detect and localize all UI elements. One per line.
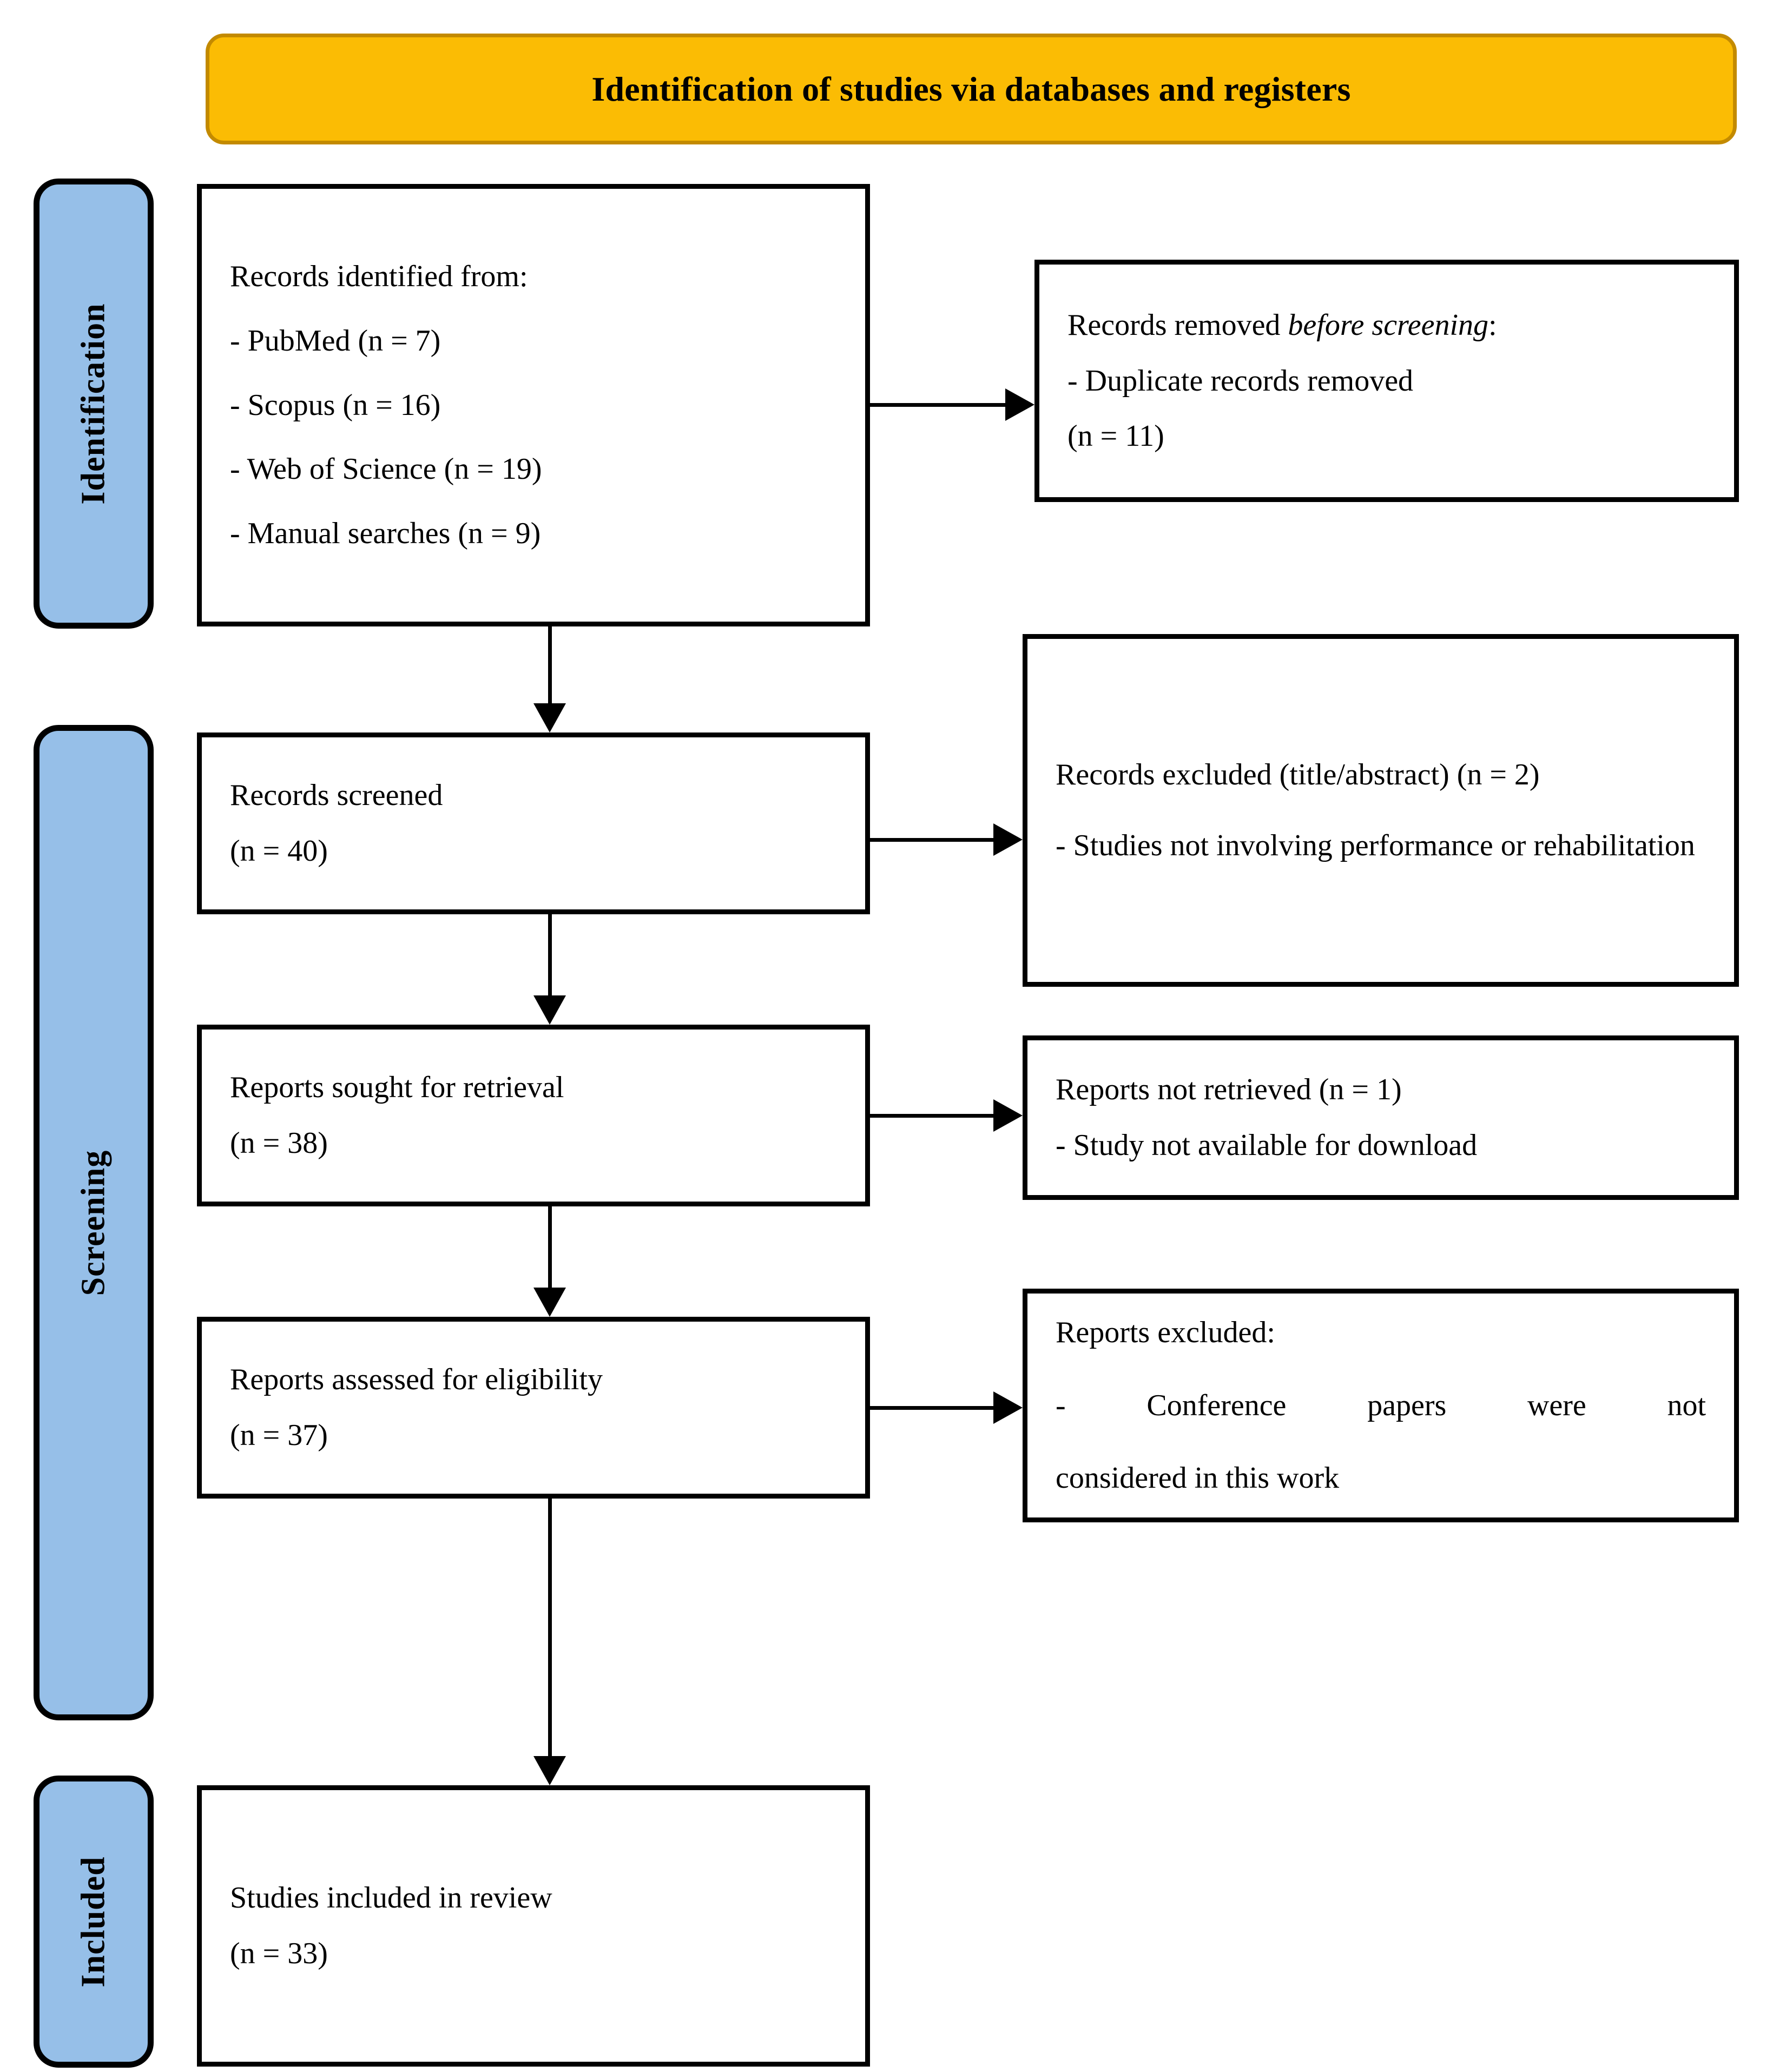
arrow-shaft <box>870 1113 993 1118</box>
arrow-head-down-icon <box>533 703 566 733</box>
stage-label-identification-text: Identification <box>75 302 112 505</box>
arrow-shaft <box>548 914 552 995</box>
arrow-head-right-icon <box>993 1391 1023 1424</box>
arrow-screened-to-excluded <box>870 823 1023 856</box>
records-excluded-heading: Records excluded (title/abstract) (n = 2… <box>1056 758 1540 792</box>
node-reports-not-retrieved: Reports not retrieved (n = 1) - Study no… <box>1023 1035 1739 1200</box>
arrow-identified-to-removed <box>870 388 1034 421</box>
node-reports-sought: Reports sought for retrieval (n = 38) <box>197 1025 870 1206</box>
arrow-shaft <box>548 1206 552 1288</box>
stage-label-screening-text: Screening <box>75 1150 112 1296</box>
records-removed-heading-suffix: : <box>1488 308 1497 342</box>
arrow-assessed-to-included <box>533 1499 566 1785</box>
diagram-title: Identification of studies via databases … <box>591 69 1351 108</box>
node-studies-included: Studies included in review (n = 33) <box>197 1785 870 2067</box>
node-records-removed: Records removed before screening: - Dupl… <box>1034 260 1739 502</box>
arrow-head-right-icon <box>1005 388 1034 421</box>
arrow-sought-to-assessed <box>533 1206 566 1317</box>
records-removed-heading-prefix: Records removed <box>1067 308 1288 342</box>
reports-excluded-reason-line1: - Conference papers were not <box>1056 1388 1706 1422</box>
arrow-head-right-icon <box>993 1099 1023 1132</box>
arrow-head-down-icon <box>533 995 566 1025</box>
reports-assessed-count: (n = 37) <box>230 1418 328 1452</box>
reports-not-retrieved-reason: - Study not available for download <box>1056 1129 1478 1162</box>
records-excluded-reason: - Studies not involving performance or r… <box>1056 829 1695 862</box>
node-records-identified: Records identified from: - PubMed (n = 7… <box>197 184 870 626</box>
arrow-shaft <box>870 1405 993 1410</box>
arrow-shaft <box>548 626 552 703</box>
arrow-identified-to-screened <box>533 626 566 733</box>
arrow-shaft <box>548 1499 552 1756</box>
records-removed-heading: Records removed before screening: <box>1067 309 1706 341</box>
arrow-assessed-to-reports-excluded <box>870 1391 1023 1424</box>
records-identified-source-manual: - Manual searches (n = 9) <box>230 517 541 551</box>
node-records-screened: Records screened (n = 40) <box>197 733 870 914</box>
records-identified-source-scopus: - Scopus (n = 16) <box>230 388 441 422</box>
stage-label-included-text: Included <box>75 1856 112 1988</box>
arrow-shaft <box>870 837 993 842</box>
stage-label-screening: Screening <box>34 725 154 1720</box>
reports-excluded-reason-line2: considered in this work <box>1056 1461 1340 1495</box>
arrow-sought-to-not-retrieved <box>870 1099 1023 1132</box>
node-reports-assessed: Reports assessed for eligibility (n = 37… <box>197 1317 870 1499</box>
records-removed-count: (n = 11) <box>1067 419 1164 453</box>
records-screened-label: Records screened <box>230 778 443 813</box>
records-identified-source-wos: - Web of Science (n = 19) <box>230 452 542 486</box>
stage-label-identification: Identification <box>34 179 154 629</box>
reports-excluded-heading: Reports excluded: <box>1056 1315 1275 1349</box>
diagram-header-banner: Identification of studies via databases … <box>206 34 1737 144</box>
stage-label-included: Included <box>34 1776 154 2068</box>
arrow-shaft <box>870 402 1005 407</box>
arrow-head-right-icon <box>993 823 1023 856</box>
records-removed-heading-italic: before screening <box>1288 308 1489 342</box>
records-identified-source-pubmed: - PubMed (n = 7) <box>230 324 441 358</box>
reports-sought-label: Reports sought for retrieval <box>230 1071 564 1105</box>
reports-assessed-label: Reports assessed for eligibility <box>230 1363 603 1397</box>
arrow-head-down-icon <box>533 1756 566 1785</box>
records-removed-duplicates: - Duplicate records removed <box>1067 364 1414 398</box>
node-reports-excluded: Reports excluded: - Conference papers we… <box>1023 1289 1739 1522</box>
reports-not-retrieved-heading: Reports not retrieved (n = 1) <box>1056 1073 1402 1107</box>
studies-included-count: (n = 33) <box>230 1937 328 1970</box>
arrow-head-down-icon <box>533 1288 566 1317</box>
node-records-excluded-title-abstract: Records excluded (title/abstract) (n = 2… <box>1023 634 1739 987</box>
records-identified-heading: Records identified from: <box>230 260 528 293</box>
arrow-screened-to-sought <box>533 914 566 1025</box>
studies-included-label: Studies included in review <box>230 1881 552 1915</box>
reports-sought-count: (n = 38) <box>230 1126 328 1160</box>
records-screened-count: (n = 40) <box>230 834 328 868</box>
